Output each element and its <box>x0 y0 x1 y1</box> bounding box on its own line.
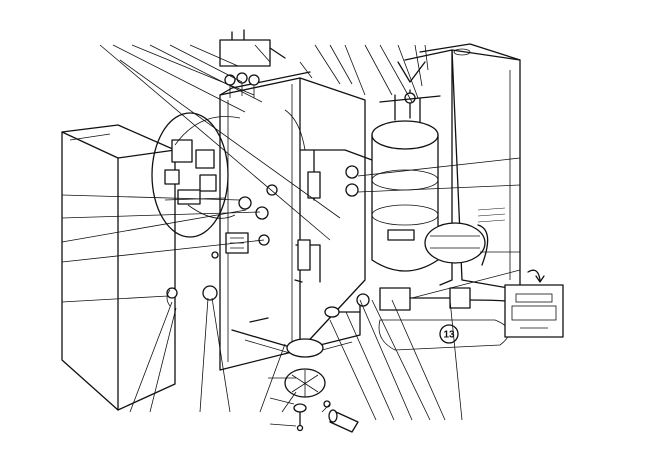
pump-motor <box>324 222 541 318</box>
leader-lines-top <box>99 44 429 241</box>
detail-inset <box>504 269 564 338</box>
bottom-exploded-parts <box>284 338 359 433</box>
leader-lines-left <box>61 194 265 303</box>
arrow-down-icon <box>527 269 545 283</box>
callout-number: 13 <box>443 330 455 341</box>
loose-parts <box>166 251 303 323</box>
side-panel-box <box>61 124 176 411</box>
pipe-and-fittings <box>284 109 373 283</box>
leader-lines-bottom <box>129 297 463 427</box>
leader-lines-right <box>357 157 521 299</box>
base-plate: 13 <box>378 319 510 351</box>
control-components <box>151 112 278 301</box>
